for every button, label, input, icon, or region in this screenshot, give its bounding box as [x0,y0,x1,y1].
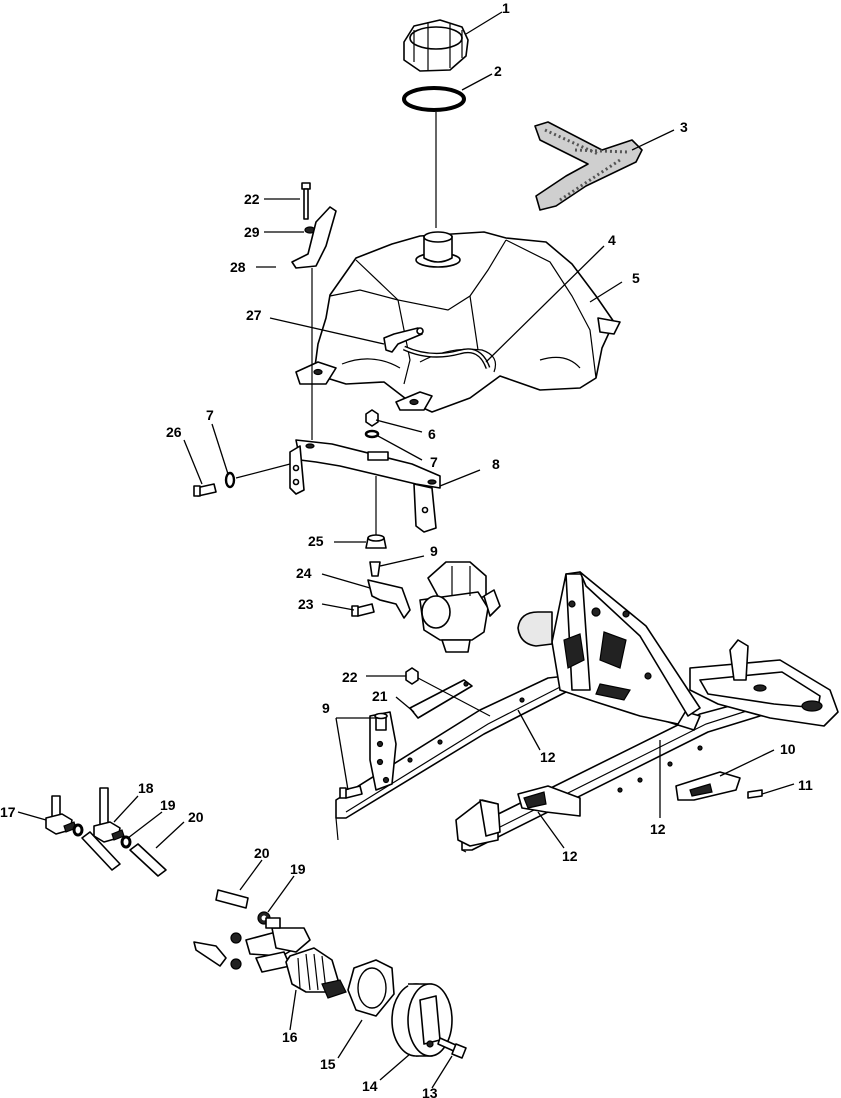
collar-9 [369,561,381,577]
fuel-cap [403,19,469,72]
petcock-bracket [367,579,411,619]
guard-10 [675,771,741,801]
callout-25: 25 [308,533,324,549]
callout-1: 1 [502,0,510,16]
clamp-17 [72,823,84,837]
callout-2: 2 [494,63,502,79]
callout-9b: 9 [322,700,330,716]
knob-screw [437,1037,467,1059]
nut [365,409,379,427]
callout-26: 26 [166,424,182,440]
callout-23: 23 [298,596,314,612]
callout-7a: 7 [206,407,214,423]
callout-8: 8 [492,456,500,472]
hose-20-left [129,843,167,877]
callout-17: 17 [0,804,16,820]
callout-29: 29 [244,224,260,240]
hose-short-left [81,831,121,871]
callout-16: 16 [282,1029,298,1045]
callout-19b: 19 [290,861,306,877]
carburetor [419,561,501,653]
callout-14: 14 [362,1078,378,1094]
leader-lines [17,11,795,1089]
callout-19a: 19 [160,797,176,813]
callout-11: 11 [798,777,813,793]
callout-6: 6 [428,426,436,442]
bracket-bolt [301,182,311,220]
callout-4: 4 [608,232,616,248]
tank-bracket [291,206,337,269]
callout-10: 10 [780,741,796,757]
bolt-11 [747,789,763,799]
callout-12b: 12 [650,821,666,837]
hose-fitting [383,327,424,353]
fuel-valve [245,917,347,999]
grommet [365,534,387,549]
frame [335,571,839,853]
callout-22a: 22 [244,191,260,207]
bolt-23 [351,603,375,617]
hose-lower-left [193,941,227,967]
fitting-17 [45,795,77,835]
cap-gasket [402,86,466,112]
callout-27: 27 [246,307,262,323]
valve-nut [347,959,395,1017]
callout-12c: 12 [562,848,578,864]
washer-7 [364,429,380,439]
callout-28: 28 [230,259,246,275]
callout-22b: 22 [342,669,358,685]
callout-15: 15 [320,1056,336,1072]
callout-5: 5 [632,270,640,286]
callout-9a: 9 [430,543,438,559]
fitting-18 [93,787,125,843]
callout-12a: 12 [540,749,556,765]
mount-bracket [289,439,441,533]
callout-3: 3 [680,119,688,135]
bolt-26 [193,483,217,497]
callout-24: 24 [296,565,312,581]
clamp-small-2 [230,958,242,970]
collar-9-frame [374,712,388,731]
bolt-9-frame [339,785,363,799]
callout-7b: 7 [430,454,438,470]
callout-20b: 20 [254,845,270,861]
washer-7-left [224,471,236,489]
foam-pad [534,121,643,211]
callout-18: 18 [138,780,154,796]
callout-20a: 20 [188,809,204,825]
clamp-small-1 [230,932,242,944]
callout-labels: 1 2 3 4 5 6 7 7 8 9 9 10 11 12 12 12 13 … [0,0,813,1098]
hose-20-lower [215,889,249,909]
callout-13: 13 [422,1085,438,1098]
callout-21: 21 [372,688,388,704]
guard-21 [409,679,473,719]
fuel-tank [295,231,621,413]
clamp-19 [120,835,132,849]
nut-22 [405,667,419,685]
